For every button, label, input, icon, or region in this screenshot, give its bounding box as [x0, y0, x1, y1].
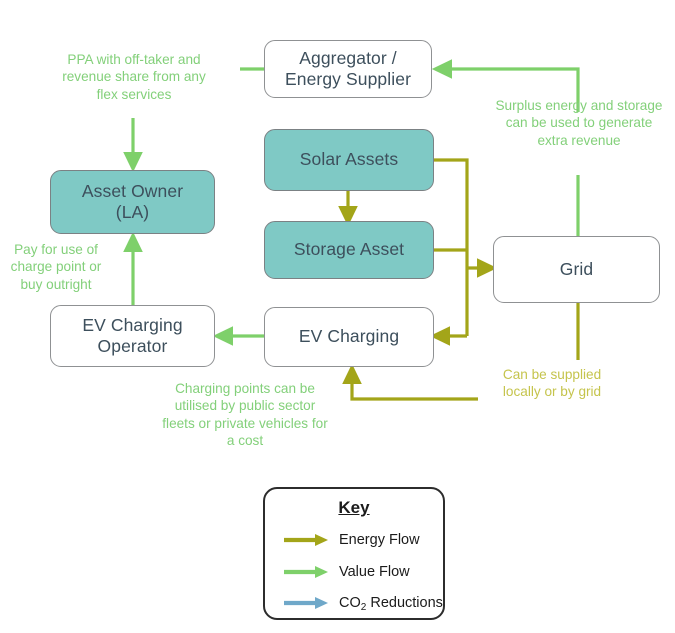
node-ev-charging[interactable]: EV Charging — [264, 307, 434, 367]
node-aggregator-line2: Energy Supplier — [284, 69, 412, 89]
legend-co2-tail: Reductions — [366, 595, 443, 611]
annotation-supplied: Can be supplied locally or by grid — [502, 367, 602, 400]
link-grid-to-aggregator — [431, 59, 580, 236]
arrow-right-icon — [284, 597, 328, 609]
legend-item-co2-reductions-label: CO2 Reductions — [339, 595, 443, 613]
legend-title: Key — [338, 498, 370, 517]
node-asset-owner-line1: Asset Owner — [81, 180, 184, 201]
annotation-surplus: Surplus energy and storage can be used t… — [495, 98, 663, 148]
arrow-right-icon — [284, 534, 328, 546]
node-ev-charging-operator-line2: Operator — [97, 336, 168, 356]
arrow-right-icon — [284, 566, 328, 578]
node-solar-assets[interactable]: Solar Assets — [264, 129, 434, 191]
node-ev-charging-operator-line1: EV Charging — [82, 314, 183, 335]
link-solar-to-bus — [434, 158, 469, 336]
node-ev-charging-label: EV Charging — [298, 326, 400, 347]
node-asset-owner-line2: (LA) — [115, 202, 150, 222]
node-storage-asset-label: Storage Asset — [293, 239, 405, 260]
node-ev-charging-operator[interactable]: EV Charging Operator — [50, 305, 215, 367]
node-storage-asset[interactable]: Storage Asset — [264, 221, 434, 279]
node-grid[interactable]: Grid — [493, 236, 660, 303]
node-solar-assets-label: Solar Assets — [299, 149, 399, 170]
link-supply-to-ev-charging — [342, 363, 478, 401]
node-grid-label: Grid — [559, 258, 594, 279]
legend-item-value-flow-label: Value Flow — [339, 564, 410, 580]
annotation-pay-for-use: Pay for use of charge point or buy outri… — [10, 242, 102, 292]
legend-item-energy-flow-label: Energy Flow — [339, 532, 420, 548]
node-aggregator-line1: Aggregator / — [299, 47, 397, 68]
node-asset-owner[interactable]: Asset Owner (LA) — [50, 170, 215, 234]
annotation-ppa: PPA with off-taker and revenue share fro… — [62, 52, 206, 102]
link-storage-to-grid — [434, 248, 498, 278]
node-aggregator[interactable]: Aggregator / Energy Supplier — [264, 40, 432, 98]
annotation-charging-points: Charging points can be utilised by publi… — [162, 381, 328, 449]
legend-item-energy-flow: Energy Flow — [283, 529, 420, 551]
legend-item-value-flow: Value Flow — [283, 561, 410, 583]
legend-co2-subscript: 2 — [360, 602, 367, 613]
legend-key: Key Energy Flow Value Flow CO2 Reduction… — [263, 487, 445, 620]
legend-co2-head: CO — [339, 595, 361, 611]
legend-item-co2-reductions: CO2 Reductions — [283, 592, 443, 614]
